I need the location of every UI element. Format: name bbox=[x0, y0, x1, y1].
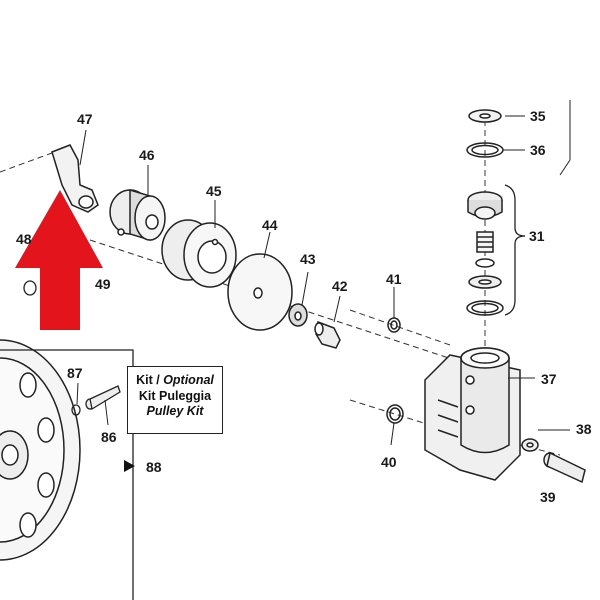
label-36: 36 bbox=[530, 142, 546, 158]
pulley-kit-wheel bbox=[0, 339, 81, 561]
leader-lines bbox=[76, 100, 571, 446]
label-47: 47 bbox=[77, 111, 93, 127]
pulley-kit-box: Kit / Optional Kit Puleggia Pulley Kit bbox=[127, 366, 223, 434]
label-46: 46 bbox=[139, 147, 155, 163]
label-42: 42 bbox=[332, 278, 348, 294]
label-88: 88 bbox=[146, 459, 162, 475]
label-86: 86 bbox=[101, 429, 117, 445]
label-31: 31 bbox=[529, 228, 545, 244]
label-43: 43 bbox=[300, 251, 316, 267]
part-49-ring bbox=[23, 280, 37, 296]
red-highlight-arrow bbox=[15, 190, 103, 330]
part-39-screw bbox=[543, 451, 586, 484]
part-42-bolt bbox=[314, 320, 341, 349]
part-31-bracket bbox=[504, 184, 526, 316]
label-49: 49 bbox=[95, 276, 111, 292]
label-48: 48 bbox=[16, 231, 32, 247]
kit-box-line3-italic: Pulley Kit bbox=[146, 404, 204, 419]
part-31-valve bbox=[466, 191, 504, 316]
label-39: 39 bbox=[540, 489, 556, 505]
label-44: 44 bbox=[262, 217, 278, 233]
kit-box-line2: Kit Puleggia bbox=[138, 388, 212, 403]
label-87: 87 bbox=[67, 365, 83, 381]
label-37: 37 bbox=[541, 371, 557, 387]
part-86-bolt bbox=[85, 385, 121, 411]
part-38-washer bbox=[521, 438, 539, 452]
part-87-washer bbox=[71, 404, 81, 416]
part-46-hub bbox=[109, 188, 166, 242]
kit-box-line1-b: Optional bbox=[163, 373, 214, 387]
part-37-body bbox=[424, 347, 521, 481]
kit-box-line1-a: Kit / bbox=[136, 373, 164, 387]
kit-pointer-arrow bbox=[124, 460, 135, 472]
kit-box-line3: Pulley Kit bbox=[128, 404, 222, 420]
label-38: 38 bbox=[576, 421, 592, 437]
part-44-disc bbox=[227, 253, 293, 331]
part-45-pulley bbox=[161, 219, 237, 288]
part-40-oring bbox=[386, 404, 404, 424]
label-35: 35 bbox=[530, 108, 546, 124]
kit-box-line1: Kit / Optional bbox=[128, 373, 222, 389]
part-47-lever bbox=[51, 144, 99, 213]
label-45: 45 bbox=[206, 183, 222, 199]
part-35-washer bbox=[468, 109, 502, 123]
label-40: 40 bbox=[381, 454, 397, 470]
part-43-washer bbox=[288, 303, 308, 327]
pulley-kit-bracket bbox=[0, 349, 134, 600]
part-41-oring bbox=[387, 317, 401, 333]
label-41: 41 bbox=[386, 271, 402, 287]
